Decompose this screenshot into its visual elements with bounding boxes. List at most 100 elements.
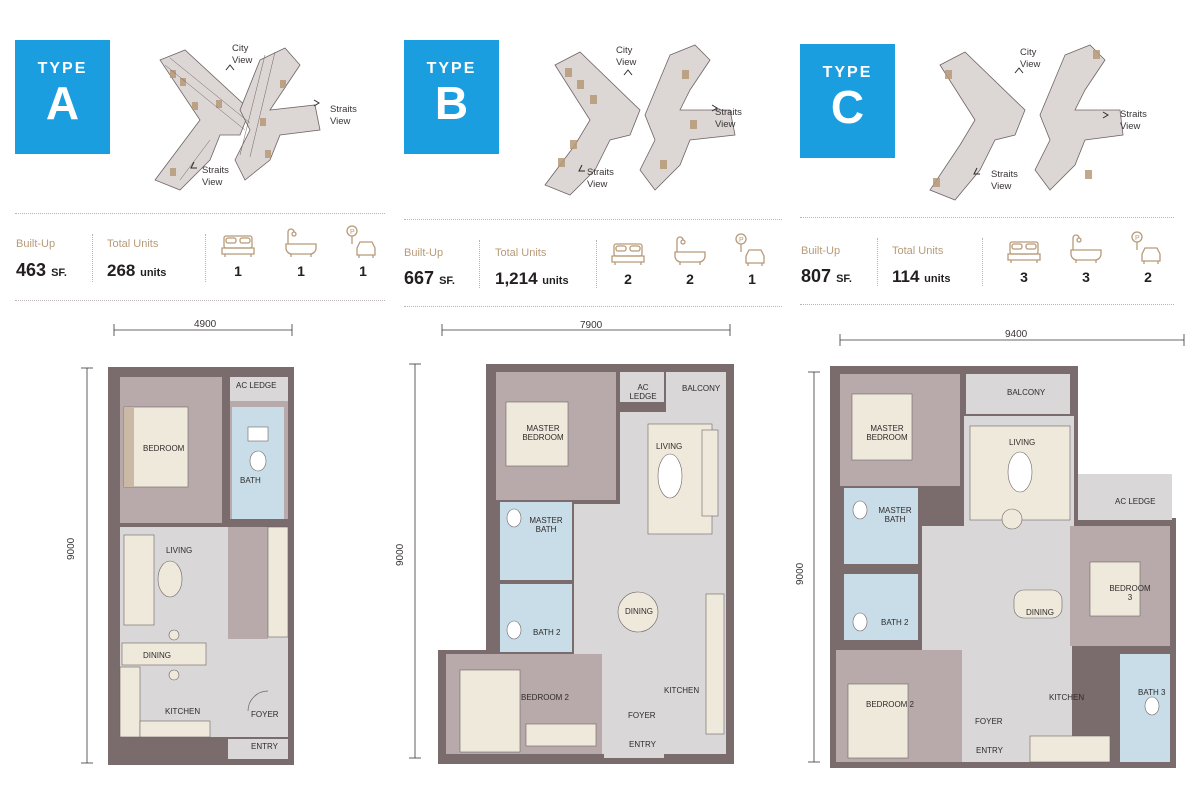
width-dimension: 7900 [580,320,603,331]
type-letter: C [830,81,865,133]
room-label: BATH 3 [1138,688,1166,697]
total-units-unit: units [542,275,569,287]
svg-text:P: P [350,229,355,236]
stats-strip: Built-Up 807 SF. Total Units 114 units 3… [800,217,1174,305]
divider [479,240,480,288]
view-label-city: City View [1020,47,1041,70]
view-label-city: City View [232,43,253,66]
room-label: ENTRY [629,740,656,749]
dimension-lines [81,324,293,764]
parking-icon: P [346,225,376,258]
divider [205,234,206,282]
view-label-straits-right: Straits View [1120,109,1147,132]
type-badge: TYPE A [15,40,110,154]
unit-type-c: TYPE C City View Straits View Straits Vi… [795,0,1200,800]
bedrooms-count: 1 [234,263,242,279]
room-label: MASTER BEDROOM [522,424,564,442]
room-label: BALCONY [682,384,721,393]
view-label-city: City View [616,45,637,68]
room-label: KITCHEN [165,707,201,716]
dimension-lines [409,324,731,759]
room-label: AC LEDGE [629,383,657,401]
built-up-number: 807 [801,266,832,286]
room-label: BEDROOM 2 [866,700,915,709]
total-units-number: 114 [892,267,920,286]
built-up-label: Built-Up [404,247,444,259]
room-label: AC LEDGE [236,381,277,390]
bathtub-icon [285,228,317,257]
bedrooms-count: 2 [624,271,632,287]
built-up-label: Built-Up [801,245,841,257]
view-label-straits-right: Straits View [330,104,357,127]
room-label: FOYER [251,710,279,719]
total-units-unit: units [924,273,951,285]
view-label-straits-bottom: Straits View [587,167,614,190]
width-dimension: 4900 [194,319,217,330]
type-word: TYPE [822,64,873,81]
key-plan [929,44,1124,201]
type-letter: A [45,77,80,129]
room-label: LIVING [656,442,683,451]
bathrooms-count: 3 [1082,269,1090,285]
total-units-label: Total Units [495,247,547,259]
room-label: LIVING [1009,438,1036,447]
type-word: TYPE [37,60,88,77]
total-units-number: 268 [107,261,136,280]
bathrooms-count: 2 [686,271,694,287]
width-dimension: 9400 [1005,329,1028,340]
built-up-number: 667 [404,268,435,288]
room-label: BEDROOM [143,444,185,453]
stats-strip: Built-Up 667 SF. Total Units 1,214 units… [404,219,782,307]
floor-plan [830,366,1176,768]
bathtub-icon [1070,234,1102,263]
parking-icon: P [1131,231,1161,264]
divider [877,238,878,286]
built-up-unit: SF. [836,273,852,285]
total-units-value: 114 units [892,267,950,287]
svg-text:P: P [739,237,744,244]
bed-icon [1007,241,1041,263]
type-badge: TYPE C [800,44,895,158]
built-up-value: 667 SF. [404,268,455,289]
room-label: ENTRY [251,742,278,751]
built-up-value: 807 SF. [801,266,852,287]
room-label: BATH 2 [533,628,561,637]
room-label: BATH 2 [881,618,909,627]
height-dimension: 9000 [66,537,77,560]
height-dimension: 9000 [395,543,406,566]
unit-type-b: TYPE B City View Straits View Straits Vi… [395,0,800,800]
built-up-label: Built-Up [16,238,56,250]
room-label: MASTER BATH [878,506,912,524]
svg-text:P: P [1135,235,1140,242]
parking-icon: P [735,233,765,266]
room-label: DINING [625,607,653,616]
room-label: MASTER BEDROOM [866,424,908,442]
divider [596,240,597,288]
room-label: BEDROOM 2 [521,693,570,702]
room-label: LIVING [166,546,193,555]
floor-plan [438,364,734,764]
built-up-value: 463 SF. [16,260,67,281]
total-units-value: 268 units [107,261,166,281]
total-units-label: Total Units [107,238,159,250]
total-units-number: 1,214 [495,269,538,288]
view-label-straits-right: Straits View [715,107,742,130]
bedrooms-count: 3 [1020,269,1028,285]
room-label: BALCONY [1007,388,1046,397]
key-plan [154,47,321,191]
room-label: AC LEDGE [1115,497,1156,506]
room-label: KITCHEN [1049,693,1085,702]
parking-count: 2 [1144,269,1152,285]
divider [92,234,93,282]
total-units-label: Total Units [892,245,944,257]
room-label: FOYER [628,711,656,720]
parking-count: 1 [359,263,367,279]
type-letter: B [434,77,469,129]
stats-strip: Built-Up 463 SF. Total Units 268 units 1… [15,213,385,301]
dimension-lines [808,334,1185,763]
built-up-number: 463 [16,260,47,280]
view-label-straits-bottom: Straits View [991,169,1018,192]
room-label: MASTER BATH [529,516,563,534]
height-dimension: 9000 [795,562,806,585]
room-label: FOYER [975,717,1003,726]
